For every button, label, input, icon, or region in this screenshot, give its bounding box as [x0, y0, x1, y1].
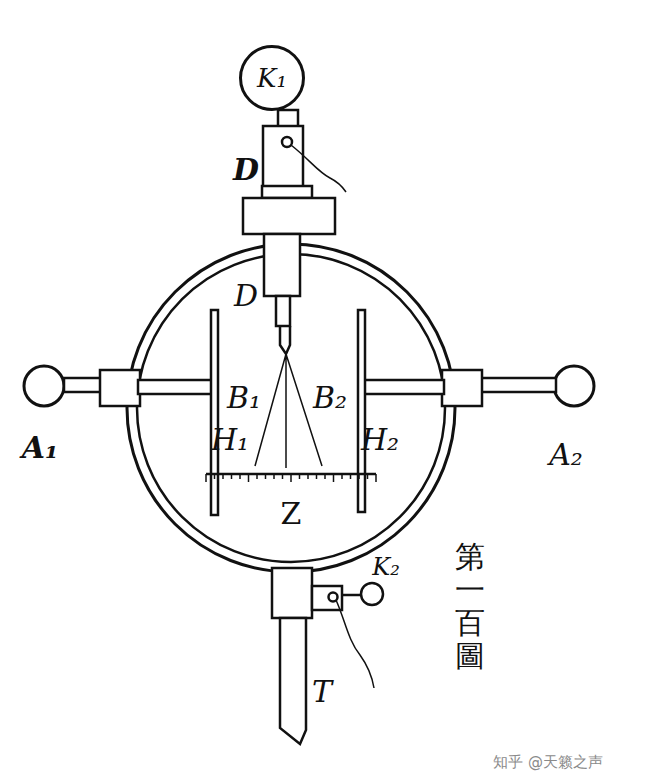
- scale-tick: [256, 474, 258, 479]
- part-letter: H₂: [361, 425, 399, 455]
- knob: [361, 583, 383, 605]
- upper-rod: [263, 126, 303, 188]
- scale-tick: [367, 474, 369, 479]
- part-letter: B₂: [313, 383, 347, 413]
- collar-top: [262, 186, 312, 198]
- arm-block: [442, 370, 482, 406]
- pivot: [282, 137, 292, 147]
- scale-tick: [248, 474, 250, 482]
- part-letter: H₁: [211, 425, 249, 455]
- part-letter: D: [234, 281, 258, 311]
- scale-tick: [214, 474, 216, 479]
- arm-rod: [64, 378, 102, 392]
- part-letter: K₁: [257, 65, 287, 91]
- part-letter: A₂: [549, 440, 583, 470]
- scale-tick: [273, 474, 275, 479]
- scale-tick: [307, 474, 309, 479]
- scale-tick: [341, 474, 343, 479]
- wire: [336, 600, 374, 688]
- scale-tick: [265, 474, 267, 479]
- knob: [554, 366, 594, 406]
- clamp: [312, 586, 342, 610]
- part-letter: D: [233, 155, 259, 185]
- part-letter: K₂: [372, 555, 400, 579]
- knob-circle: K₁: [239, 45, 305, 111]
- scale-tick: [239, 474, 241, 479]
- scale-tick: [350, 474, 352, 479]
- scale-tick: [290, 474, 292, 482]
- arm-block: [100, 370, 140, 406]
- case-inner: [137, 254, 445, 562]
- gold-leaf: [255, 354, 322, 468]
- rod-tip: [280, 326, 290, 354]
- base-block: [272, 568, 312, 618]
- figure-number: 第一百圖: [455, 540, 485, 672]
- scale-tick: [375, 474, 377, 482]
- arm-rod: [138, 380, 214, 394]
- scale-tick: [205, 474, 207, 482]
- scale-tick: [299, 474, 301, 479]
- scale: [206, 474, 376, 482]
- scale-tick: [231, 474, 233, 479]
- inner-rod: [264, 234, 300, 296]
- scale-tick: [222, 474, 224, 479]
- part-letter: A₁: [22, 433, 58, 463]
- collar: [243, 198, 335, 234]
- scale-tick: [324, 474, 326, 479]
- scale-tick: [358, 474, 360, 479]
- scale-tick: [316, 474, 318, 479]
- plate: [358, 310, 365, 512]
- scale-tick: [333, 474, 335, 482]
- part-letter: B₁: [227, 383, 261, 413]
- arm-rod: [480, 378, 556, 392]
- watermark: 知乎 @天籁之声: [493, 755, 603, 770]
- inner-rod: [276, 296, 290, 326]
- tube: [280, 618, 306, 744]
- clamp-rod: [342, 594, 360, 597]
- scale-tick: [282, 474, 284, 479]
- plate: [211, 310, 218, 515]
- knob: [24, 366, 64, 406]
- part-letter: Z: [281, 499, 302, 529]
- part-letter: T: [312, 677, 332, 707]
- arm-rod: [364, 380, 444, 394]
